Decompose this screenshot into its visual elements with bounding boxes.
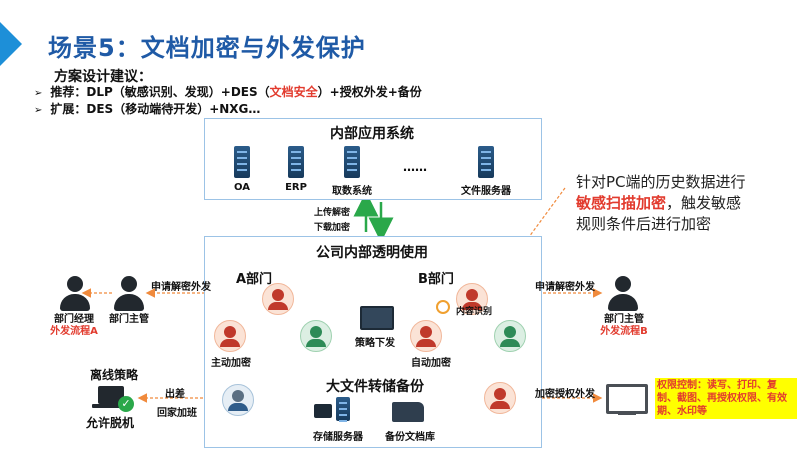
folder-icon [392,402,424,422]
arrow-bullet-icon: ➢ [34,88,43,99]
file-server-icon [478,146,494,178]
company-box [204,236,542,448]
dept-b-label: B部门 [418,272,454,287]
page-title: 场景5：文档加密与外发保护 [48,34,366,62]
right-supervisor-icon [606,276,640,312]
policy-terminal-icon [360,306,394,330]
monitor-icon [606,384,648,414]
title-accent [0,22,22,66]
right-process-label: 外发流程B [600,326,648,337]
left-dept-manager-label: 部门经理 [54,314,94,325]
laptop-base-icon [92,404,130,408]
server-label-data: 取数系统 [332,186,372,197]
a-user-avatar-top [262,283,294,315]
server-label-oa: OA [234,182,250,193]
content-recognition-icon [436,300,450,314]
pc-scan-note: 针对PC端的历史数据进行 敏感扫描加密，触发敏感 规则条件后进行加密 [576,173,746,233]
bullet-extend: ➢扩展：DES（移动端待开发）+NXG… [34,102,261,116]
server-label-file: 文件服务器 [461,186,511,197]
policy-dispatch-label: 策略下发 [355,338,395,349]
server-ellipsis: …… [403,160,427,174]
erp-server-icon [288,146,304,178]
right-supervisor-label: 部门主管 [604,314,644,325]
home-overtime-label: 回家加班 [157,408,197,419]
internal-systems-title: 内部应用系统 [330,126,414,142]
laptop-icon [98,386,124,404]
auto-encrypt-label: 自动加密 [411,358,451,369]
oa-server-icon [234,146,250,178]
left-request-label: 申请解密外发 [151,282,211,293]
backup-title: 大文件转储备份 [326,379,424,395]
allow-offline-label: 允许脱机 [86,416,135,430]
server-label-erp: ERP [285,182,307,193]
storage-disk-icon [314,404,332,418]
backup-library-label: 备份文档库 [385,432,435,443]
content-recognition-label: 内容识别 [455,307,492,317]
download-encrypt-label: 下载加密 [313,223,350,233]
dept-manager-icon [58,276,92,312]
offline-user-avatar [222,384,254,416]
offline-policy-title: 离线策略 [90,368,139,382]
encrypted-send-label: 加密授权外发 [535,389,595,400]
right-request-label: 申请解密外发 [535,282,595,293]
left-process-label: 外发流程A [50,326,98,337]
bullet-recommend: ➢推荐：DLP（敏感识别、发现）+DES（文档安全）+授权外发+备份 [34,85,422,99]
a-user-avatar-left [214,320,246,352]
dept-a-label: A部门 [236,272,273,287]
b-user-avatar-right [494,320,526,352]
subtitle: 方案设计建议： [54,69,152,85]
storage-server-label: 存储服务器 [313,432,363,443]
active-encrypt-label: 主动加密 [211,358,251,369]
data-server-icon [344,146,360,178]
a-user-avatar-right [300,320,332,352]
encrypted-send-user-avatar [484,382,516,414]
upload-decrypt-label: 上传解密 [313,208,350,218]
business-trip-label: 出差 [165,389,185,400]
left-supervisor-icon [112,276,146,312]
left-supervisor-label: 部门主管 [109,314,149,325]
b-user-avatar-left [410,320,442,352]
permission-control-note: 权限控制：读写、打印、复制、截图、再授权权限、有效期、水印等 [655,378,797,419]
arrow-bullet-icon: ➢ [34,105,43,116]
storage-server-icon [336,397,350,421]
company-box-title: 公司内部透明使用 [316,245,428,261]
checkmark-icon: ✓ [118,396,134,412]
b-user-avatar-top [456,283,488,315]
monitor-stand-icon [618,411,636,415]
